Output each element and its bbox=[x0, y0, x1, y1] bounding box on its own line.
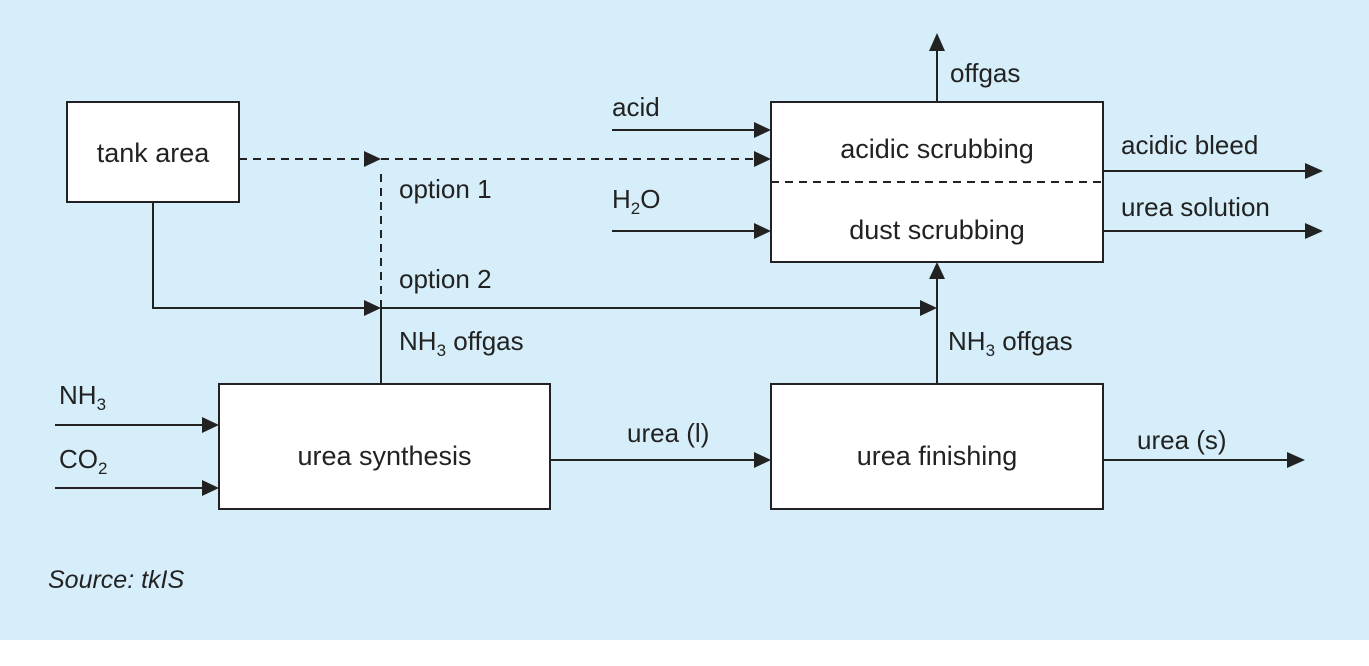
tank-to-option-2-line bbox=[152, 202, 370, 309]
urea-solution-arrowhead bbox=[1305, 223, 1323, 239]
nh3-offgas-synthesis-label: NH3 offgas bbox=[399, 326, 524, 360]
acidic-scrubbing-label: acidic scrubbing bbox=[840, 134, 1034, 164]
dust-scrubbing-label: dust scrubbing bbox=[849, 215, 1025, 245]
urea-liquid-arrowhead bbox=[754, 452, 771, 468]
tank-area-label: tank area bbox=[96, 138, 210, 168]
urea-finishing-label: urea finishing bbox=[856, 441, 1018, 471]
flow-lines bbox=[55, 33, 1323, 510]
option-1-arrowhead bbox=[364, 151, 381, 167]
urea-solid-arrowhead bbox=[1287, 452, 1305, 468]
option-1-label: option 1 bbox=[399, 174, 492, 204]
acid-label: acid bbox=[612, 92, 660, 122]
urea-synthesis-box bbox=[218, 383, 551, 510]
acidic-bleed-arrowhead bbox=[1305, 163, 1323, 179]
scrubber-box bbox=[770, 101, 1104, 263]
co2-input-arrowhead bbox=[202, 480, 219, 496]
nh3-offgas-finishing-label: NH3 offgas bbox=[948, 326, 1073, 360]
option-2-arrowhead bbox=[364, 300, 381, 316]
finishing-offgas-arrowhead bbox=[929, 262, 945, 279]
urea-solution-label: urea solution bbox=[1121, 192, 1270, 222]
offgas-label: offgas bbox=[950, 58, 1021, 88]
offgas-arrowhead bbox=[929, 33, 945, 51]
option-2-label: option 2 bbox=[399, 264, 492, 294]
source-caption: Source: tkIS bbox=[48, 566, 185, 594]
urea-finishing-box bbox=[770, 383, 1104, 510]
acid-arrowhead bbox=[754, 122, 771, 138]
urea-solid-label: urea (s) bbox=[1137, 425, 1227, 455]
nh3-input-arrowhead bbox=[202, 417, 219, 433]
option-1-scrubber-arrowhead bbox=[754, 151, 771, 167]
option-2-end-arrowhead bbox=[920, 300, 937, 316]
h2o-label: H2O bbox=[612, 184, 661, 218]
urea-synthesis-label: urea synthesis bbox=[297, 441, 472, 471]
tank-area-box bbox=[66, 101, 240, 203]
acidic-bleed-label: acidic bleed bbox=[1121, 130, 1259, 160]
co2-input-label: CO2 bbox=[59, 444, 108, 478]
urea-liquid-label: urea (l) bbox=[627, 418, 710, 448]
process-flow-diagram: tank area acidic scrubbing dust scrubbin… bbox=[0, 0, 1369, 640]
h2o-arrowhead bbox=[754, 223, 771, 239]
nh3-input-label: NH3 bbox=[59, 380, 107, 414]
